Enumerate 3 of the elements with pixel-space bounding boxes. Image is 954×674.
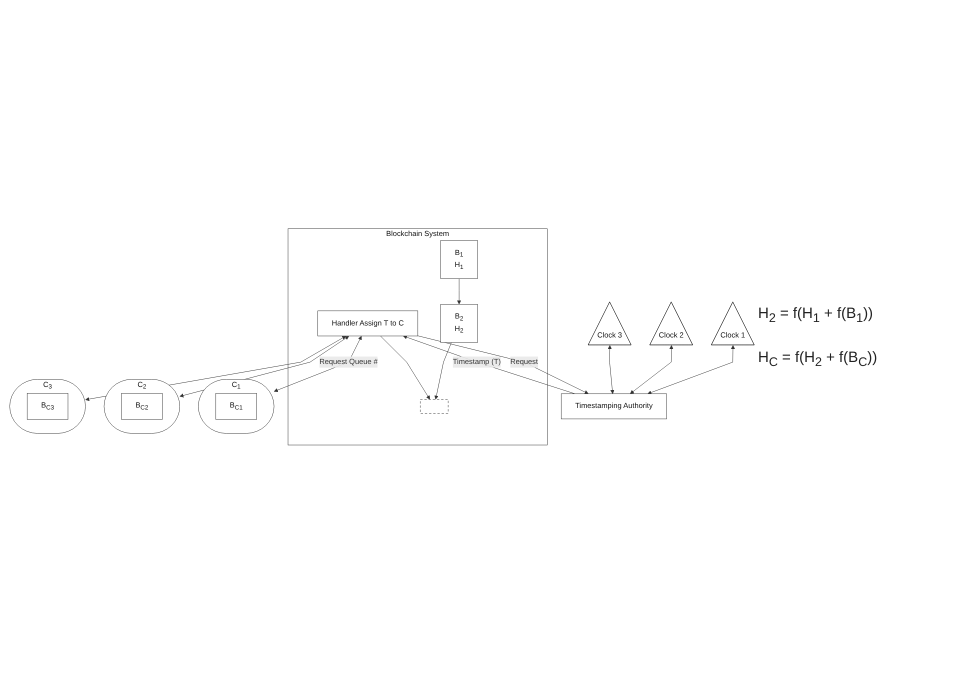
node-box — [420, 399, 448, 414]
formula-text: H$_{2}$ = f(H$_{1}$ + f(B$_{1}$)) — [758, 305, 874, 325]
formula-text: H$_{C}$ = f(H$_{2}$ + f(B$_{C}$)) — [758, 349, 878, 369]
